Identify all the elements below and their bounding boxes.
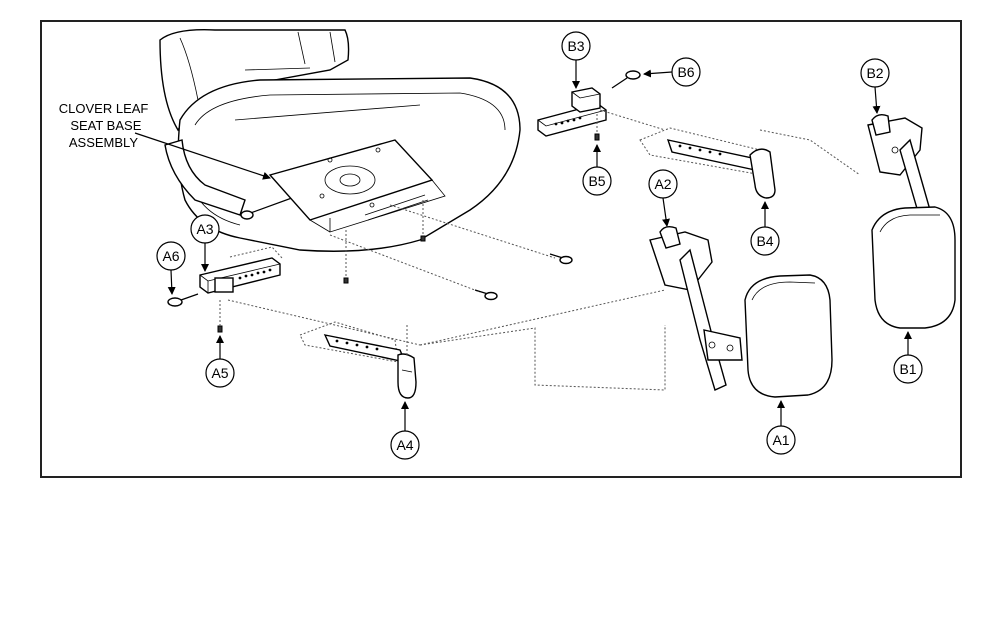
part-a3-receiver-tube: [199, 246, 421, 346]
callout-b3: B3: [561, 31, 591, 89]
svg-text:B3: B3: [567, 38, 584, 54]
svg-text:B6: B6: [677, 64, 694, 80]
callout-a6: A6: [156, 241, 186, 295]
part-a6-pin: [167, 293, 199, 307]
part-b3-receiver-tube: [537, 87, 666, 137]
assembly-label: CLOVER LEAF SEAT BASE ASSEMBLY: [59, 101, 152, 150]
svg-text:A5: A5: [211, 365, 228, 381]
part-b6-pin: [611, 70, 641, 89]
part-a1-armpad: [744, 274, 833, 398]
svg-text:B4: B4: [756, 233, 773, 249]
callout-b1: B1: [893, 331, 923, 384]
mounting-hardware: [329, 200, 573, 301]
callout-b6: B6: [643, 57, 701, 87]
svg-text:B2: B2: [866, 65, 883, 81]
svg-text:A2: A2: [654, 176, 671, 192]
callout-a2: A2: [648, 169, 678, 227]
callout-a3: A3: [190, 214, 220, 272]
part-a5-screw: [217, 300, 223, 333]
svg-text:A6: A6: [162, 248, 179, 264]
callout-b2: B2: [860, 58, 890, 114]
callout-b4: B4: [750, 201, 780, 256]
svg-text:A1: A1: [772, 432, 789, 448]
assembly-label-line-2: SEAT BASE: [70, 118, 141, 133]
part-b4-arm: [639, 127, 776, 199]
seat-assembly: [159, 29, 521, 252]
callout-a1: A1: [766, 400, 796, 455]
assembly-label-line-1: CLOVER LEAF: [59, 101, 149, 116]
assembly-label-line-3: ASSEMBLY: [69, 135, 138, 150]
callout-b5: B5: [582, 144, 612, 196]
part-b2-bracket: [867, 113, 931, 213]
callout-a5: A5: [205, 335, 235, 388]
callout-a4: A4: [390, 401, 420, 460]
part-a4-arm: [299, 321, 417, 399]
svg-text:A4: A4: [396, 437, 413, 453]
svg-text:B1: B1: [899, 361, 916, 377]
alignment-guides: [419, 129, 861, 391]
assembly-leader-line: [134, 132, 271, 180]
part-b5-screw: [594, 114, 600, 141]
part-b1-armpad: [871, 206, 956, 329]
svg-text:A3: A3: [196, 221, 213, 237]
part-a2-bracket: [649, 225, 743, 391]
svg-text:B5: B5: [588, 173, 605, 189]
